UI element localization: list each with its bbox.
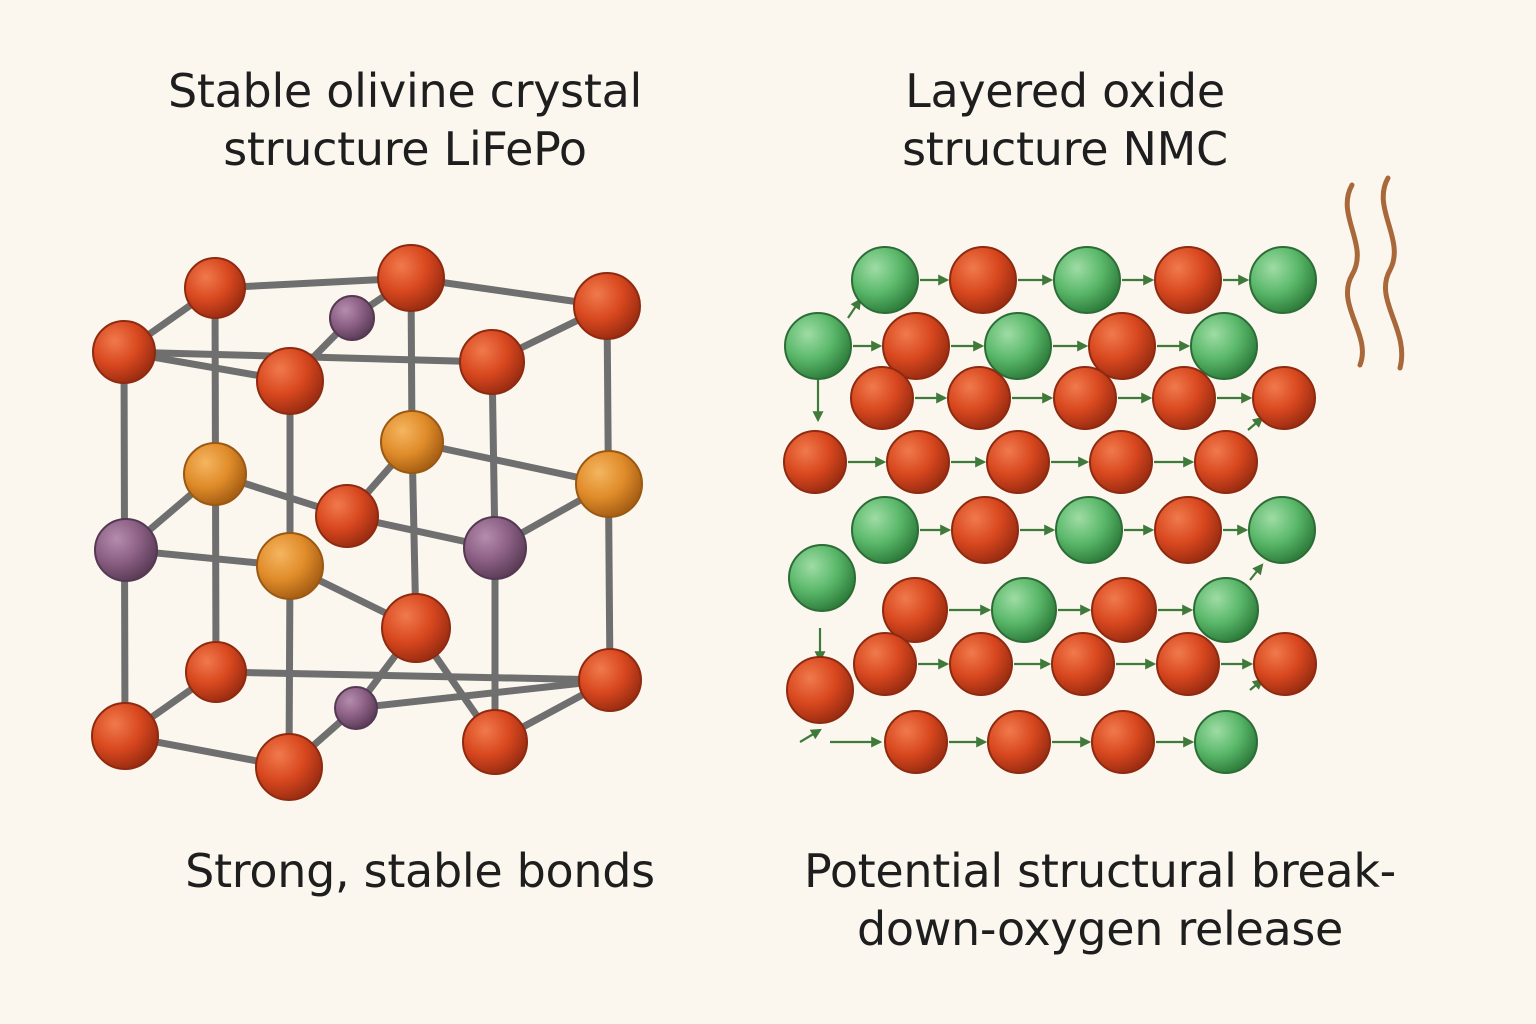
oxygen-atom [947, 366, 1011, 430]
iron-atom [256, 532, 324, 600]
transition-metal-atom [1055, 496, 1123, 564]
oxygen-atom [255, 733, 323, 801]
nmc-title: Layered oxide structure NMC [830, 62, 1300, 178]
nmc-title-line-1: Layered oxide [905, 64, 1225, 118]
transition-metal-atom [851, 496, 919, 564]
olivine-title: Stable olivine crystal structure LiFePo [110, 62, 700, 178]
iron-atom [183, 442, 247, 506]
layer-arrows [799, 274, 1264, 748]
oxygen-atom [850, 366, 914, 430]
transition-metal-atom [1194, 710, 1258, 774]
layer-arrow [1249, 563, 1264, 581]
oxygen-atom [381, 593, 451, 663]
oxygen-atom [184, 257, 246, 319]
layer-atoms [783, 246, 1317, 774]
heat-wave-icon [1344, 175, 1405, 371]
layered-oxide-grid [783, 246, 1317, 774]
oxygen-atom [1156, 632, 1220, 696]
oxygen-atom [882, 577, 948, 643]
olivine-caption-text: Strong, stable bonds [185, 844, 655, 898]
oxygen-atom [1154, 496, 1222, 564]
transition-metal-atom [1249, 246, 1317, 314]
transition-metal-atom [991, 577, 1057, 643]
oxygen-atom [786, 656, 854, 724]
oxygen-atom [1089, 430, 1153, 494]
olivine-caption: Strong, stable bonds [150, 842, 690, 900]
oxygen-atom [578, 648, 642, 712]
oxygen-atom [886, 430, 950, 494]
oxygen-atom [256, 347, 324, 415]
layer-arrow [847, 298, 862, 319]
nmc-title-line-2: structure NMC [902, 122, 1228, 176]
lattice-bond [212, 668, 614, 684]
oxygen-atom [1091, 577, 1157, 643]
oxygen-atom [986, 430, 1050, 494]
oxygen-atom [949, 246, 1017, 314]
oxygen-atom [951, 496, 1019, 564]
oxygen-atom [949, 632, 1013, 696]
oxygen-atom [573, 272, 641, 340]
layer-arrow [1247, 416, 1264, 431]
nmc-caption-line-2: down-oxygen release [856, 902, 1344, 956]
oxygen-atom [882, 312, 950, 380]
transition-metal-atom [984, 312, 1052, 380]
oxygen-atom [853, 632, 917, 696]
phosphorus-atom [329, 295, 375, 341]
nmc-caption: Potential structural break- down-oxygen … [770, 842, 1430, 958]
oxygen-atom [1194, 430, 1258, 494]
oxygen-atom [783, 430, 847, 494]
phosphorus-atom [334, 686, 378, 730]
oxygen-atom [987, 710, 1051, 774]
phosphorus-atom [94, 518, 158, 582]
lattice-atoms [91, 244, 643, 801]
oxygen-atom [185, 641, 247, 703]
transition-metal-atom [1190, 312, 1258, 380]
transition-metal-atom [788, 544, 856, 612]
oxygen-atom [1091, 710, 1155, 774]
layer-arrow [799, 728, 822, 743]
oxygen-atom [377, 244, 445, 312]
iron-atom [575, 450, 643, 518]
oxygen-atom [884, 710, 948, 774]
olivine-lattice [91, 244, 643, 801]
oxygen-atom [315, 484, 379, 548]
oxygen-atom [1152, 366, 1216, 430]
transition-metal-atom [784, 312, 852, 380]
olivine-title-line-2: structure LiFePo [223, 122, 587, 176]
oxygen-atom [1053, 366, 1117, 430]
olivine-title-line-1: Stable olivine crystal [168, 64, 642, 118]
oxygen-atom [1154, 246, 1222, 314]
transition-metal-atom [1053, 246, 1121, 314]
transition-metal-atom [851, 246, 919, 314]
oxygen-atom [92, 320, 156, 384]
transition-metal-atom [1248, 496, 1316, 564]
oxygen-atom [1088, 312, 1156, 380]
lattice-bond [352, 676, 614, 712]
oxygen-atom [1252, 366, 1316, 430]
oxygen-atom [1051, 632, 1115, 696]
oxygen-atom [91, 702, 159, 770]
oxygen-atom [1253, 632, 1317, 696]
phosphorus-atom [463, 516, 527, 580]
nmc-caption-line-1: Potential structural break- [804, 844, 1396, 898]
iron-atom [380, 410, 444, 474]
transition-metal-atom [1193, 577, 1259, 643]
oxygen-atom [459, 329, 525, 395]
oxygen-atom [462, 709, 528, 775]
